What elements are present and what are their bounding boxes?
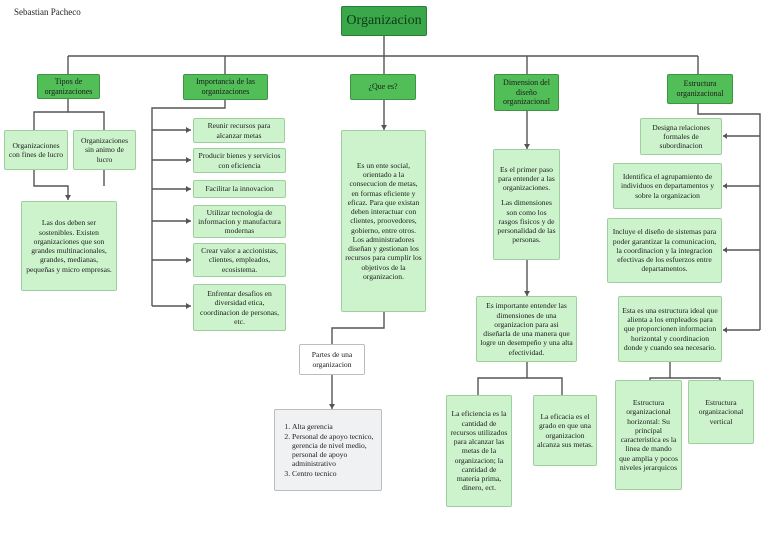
dimension-rasgos: Las dimensiones son como los rasgos fisi… (497, 198, 556, 245)
importancia-item: Reunir recursos para alcanzar metas (193, 118, 285, 143)
header-importancia: Importancia de las organizaciones (183, 74, 268, 100)
estructura-horizontal: Estructura organizacional horizontal: Su… (615, 380, 682, 490)
que-es-definicion: Es un ente social, orientado a la consec… (341, 130, 426, 312)
partes-title: Partes de una organizacion (299, 344, 365, 375)
estructura-vertical: Estructura organizacional vertical (688, 380, 754, 444)
header-que-es: ¿Que es? (350, 74, 416, 100)
dimension-eficacia: La eficacia es el grado en que una organ… (533, 395, 597, 466)
partes-item: Personal de apoyo tecnico, gerencia de n… (292, 432, 378, 469)
partes-list: Alta gerencia Personal de apoyo tecnico,… (274, 409, 382, 491)
partes-item: Centro tecnico (292, 469, 378, 478)
tipos-detalle: Las dos deben ser sostenibles. Existen o… (21, 201, 117, 291)
partes-item: Alta gerencia (292, 422, 378, 431)
dimension-importante: Es importante entender las dimensiones d… (476, 296, 577, 362)
estructura-item: Esta es una estructura ideal que alienta… (618, 296, 722, 362)
author-name: Sebastian Pacheco (14, 7, 81, 17)
estructura-item: Incluye el diseño de sistemas para poder… (607, 218, 722, 283)
estructura-item: Identifica el agrupamiento de individuos… (613, 163, 722, 209)
importancia-item: Utilizar tecnologia de informacion y man… (193, 205, 286, 238)
root-node: Organizacion (341, 6, 427, 36)
importancia-item: Producir bienes y servicios con eficienc… (193, 148, 286, 173)
importancia-item: Facilitar la innovacion (193, 180, 286, 198)
importancia-item: Enfrentar desafios en diversidad etica, … (193, 284, 286, 331)
tipos-sin-animo: Organizaciones sin animo de lucro (73, 130, 136, 170)
estructura-item: Designa relaciones formales de subordina… (640, 118, 722, 155)
dimension-paso: Es el primer paso para entender a las or… (498, 164, 555, 193)
dimension-detalle: Es el primer paso para entender a las or… (493, 149, 560, 260)
tipos-con-fines: Organizaciones con fines de lucro (4, 130, 68, 170)
header-tipos: Tipos de organizaciones (37, 74, 100, 99)
dimension-eficiencia: La eficiencia es la cantidad de recursos… (446, 395, 512, 507)
importancia-item: Crear valor a accionistas, clientes, emp… (193, 243, 286, 277)
header-estructura: Estructura organizacional (667, 74, 733, 104)
header-dimension: Dimension del diseño organizacional (494, 74, 559, 111)
